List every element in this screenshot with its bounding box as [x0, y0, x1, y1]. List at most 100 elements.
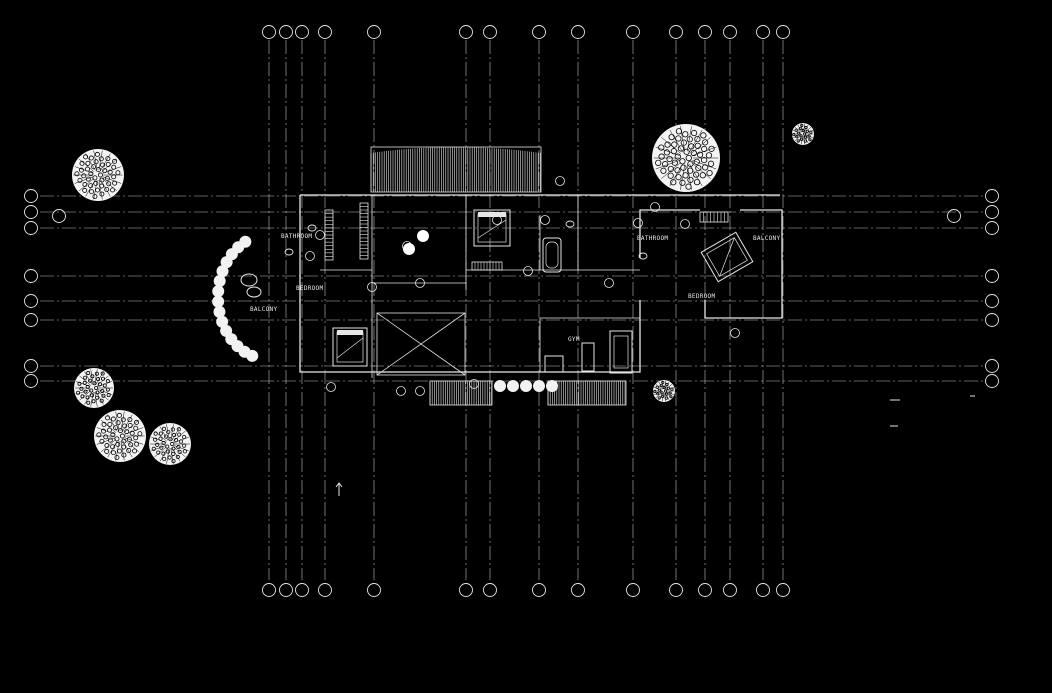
chair-icon: [416, 246, 426, 256]
column-icon: [730, 328, 740, 338]
grid-bubble-icon: [295, 583, 309, 597]
grid-bubble-icon: [776, 583, 790, 597]
grid-bubble-icon: [483, 583, 497, 597]
grid-bubble-icon: [483, 25, 497, 39]
grid-bubble-icon: [985, 221, 999, 235]
tree-icon: [94, 410, 146, 462]
room-label-gym: GYM: [568, 336, 580, 343]
column-icon: [633, 218, 643, 228]
planter-stone-icon: [246, 349, 259, 362]
grid-bubble-icon: [318, 583, 332, 597]
deck-hatch-south: [429, 380, 493, 406]
room-label-bedroom-east: BEDROOM: [688, 293, 716, 300]
exterior-wall: [299, 194, 783, 373]
room-label-bathroom-west: BATHROOM: [281, 233, 313, 240]
grid-bubble-icon: [532, 583, 546, 597]
grid-bubble-icon: [24, 313, 38, 327]
stair-icon: [699, 211, 729, 223]
deck-hatch-south-east: [547, 380, 627, 406]
grid-bubble-icon: [985, 189, 999, 203]
chair-icon: [403, 243, 415, 255]
tree-icon: [149, 423, 191, 465]
grid-bubble-icon: [459, 25, 473, 39]
grid-bubble-icon: [367, 583, 381, 597]
column-icon: [540, 215, 550, 225]
grid-bubble-icon: [24, 359, 38, 373]
grid-bubble-icon: [532, 25, 546, 39]
grid-bubble-icon: [295, 25, 309, 39]
column-icon: [315, 230, 325, 240]
planter-stone-icon: [546, 380, 558, 392]
grid-bubble-icon: [723, 583, 737, 597]
grid-bubble-icon: [669, 583, 683, 597]
bench-icon: [581, 342, 595, 372]
grid-bubble-icon: [262, 25, 276, 39]
grid-bubble-icon: [571, 583, 585, 597]
tree-icon: [652, 124, 720, 192]
room-label-balcony-west: BALCONY: [250, 306, 278, 313]
toilet-icon: [638, 252, 648, 260]
planter-stone-icon: [220, 256, 233, 269]
stair-icon: [324, 209, 334, 261]
grid-bubbles: [24, 25, 999, 597]
tree-icon: [72, 149, 124, 201]
bathtub-icon: [545, 241, 559, 269]
machine-icon: [544, 355, 564, 373]
chair-icon: [246, 286, 262, 298]
column-icon: [680, 219, 690, 229]
column-icon: [604, 278, 614, 288]
grid-bubble-icon: [985, 269, 999, 283]
grid-bubble-icon: [571, 25, 585, 39]
grid-bubble-icon: [24, 374, 38, 388]
grid-bubble-icon: [776, 25, 790, 39]
column-icon: [305, 251, 315, 261]
planter-stone-icon: [533, 380, 545, 392]
planter-stone-icon: [216, 265, 229, 278]
tree-icon: [792, 123, 814, 145]
planter-stone-icon: [213, 305, 226, 318]
planter-stone-icon: [520, 380, 532, 392]
column-icon: [555, 176, 565, 186]
room-label-bathroom-east: BATHROOM: [637, 235, 669, 242]
balcony-planter-west: [212, 235, 558, 392]
grid-bubble-icon: [318, 25, 332, 39]
bed-icon: [700, 231, 754, 283]
grid-lines: [40, 40, 985, 580]
grid-bubble-icon: [279, 25, 293, 39]
chair-icon: [240, 273, 258, 287]
grid-bubble-icon: [24, 269, 38, 283]
interior-wall: [320, 195, 640, 378]
void-opening: [376, 312, 466, 376]
grid-bubble-icon: [985, 313, 999, 327]
grid-bubble-icon: [367, 25, 381, 39]
grid-bubble-icon: [698, 25, 712, 39]
column-icon: [415, 386, 425, 396]
planter-stone-icon: [507, 380, 519, 392]
chair-icon: [417, 230, 429, 242]
grid-bubble-icon: [985, 205, 999, 219]
column-icon: [326, 382, 336, 392]
grid-bubble-icon: [626, 583, 640, 597]
grid-bubble-icon: [985, 294, 999, 308]
bathtub-icon: [542, 237, 562, 273]
grid-bubble-icon: [24, 294, 38, 308]
trees: [72, 123, 814, 465]
treadmill-icon: [613, 335, 629, 369]
planter-stone-icon: [213, 275, 226, 288]
column-icon: [396, 386, 406, 396]
grid-bubble-icon: [24, 205, 38, 219]
planter-stone-icon: [216, 315, 229, 328]
column-icon: [650, 202, 660, 212]
grid-bubble-icon: [459, 583, 473, 597]
toilet-icon: [565, 220, 575, 228]
roof-hatch-north: [370, 146, 542, 193]
column-icon: [523, 266, 533, 276]
tree-icon: [74, 368, 114, 408]
bed-icon: [473, 209, 511, 247]
void-cross: [376, 312, 466, 376]
grid-bubble-icon: [262, 583, 276, 597]
bed-icon: [332, 327, 368, 367]
furniture: [212, 202, 975, 496]
arrow-up-icon: [335, 482, 343, 496]
